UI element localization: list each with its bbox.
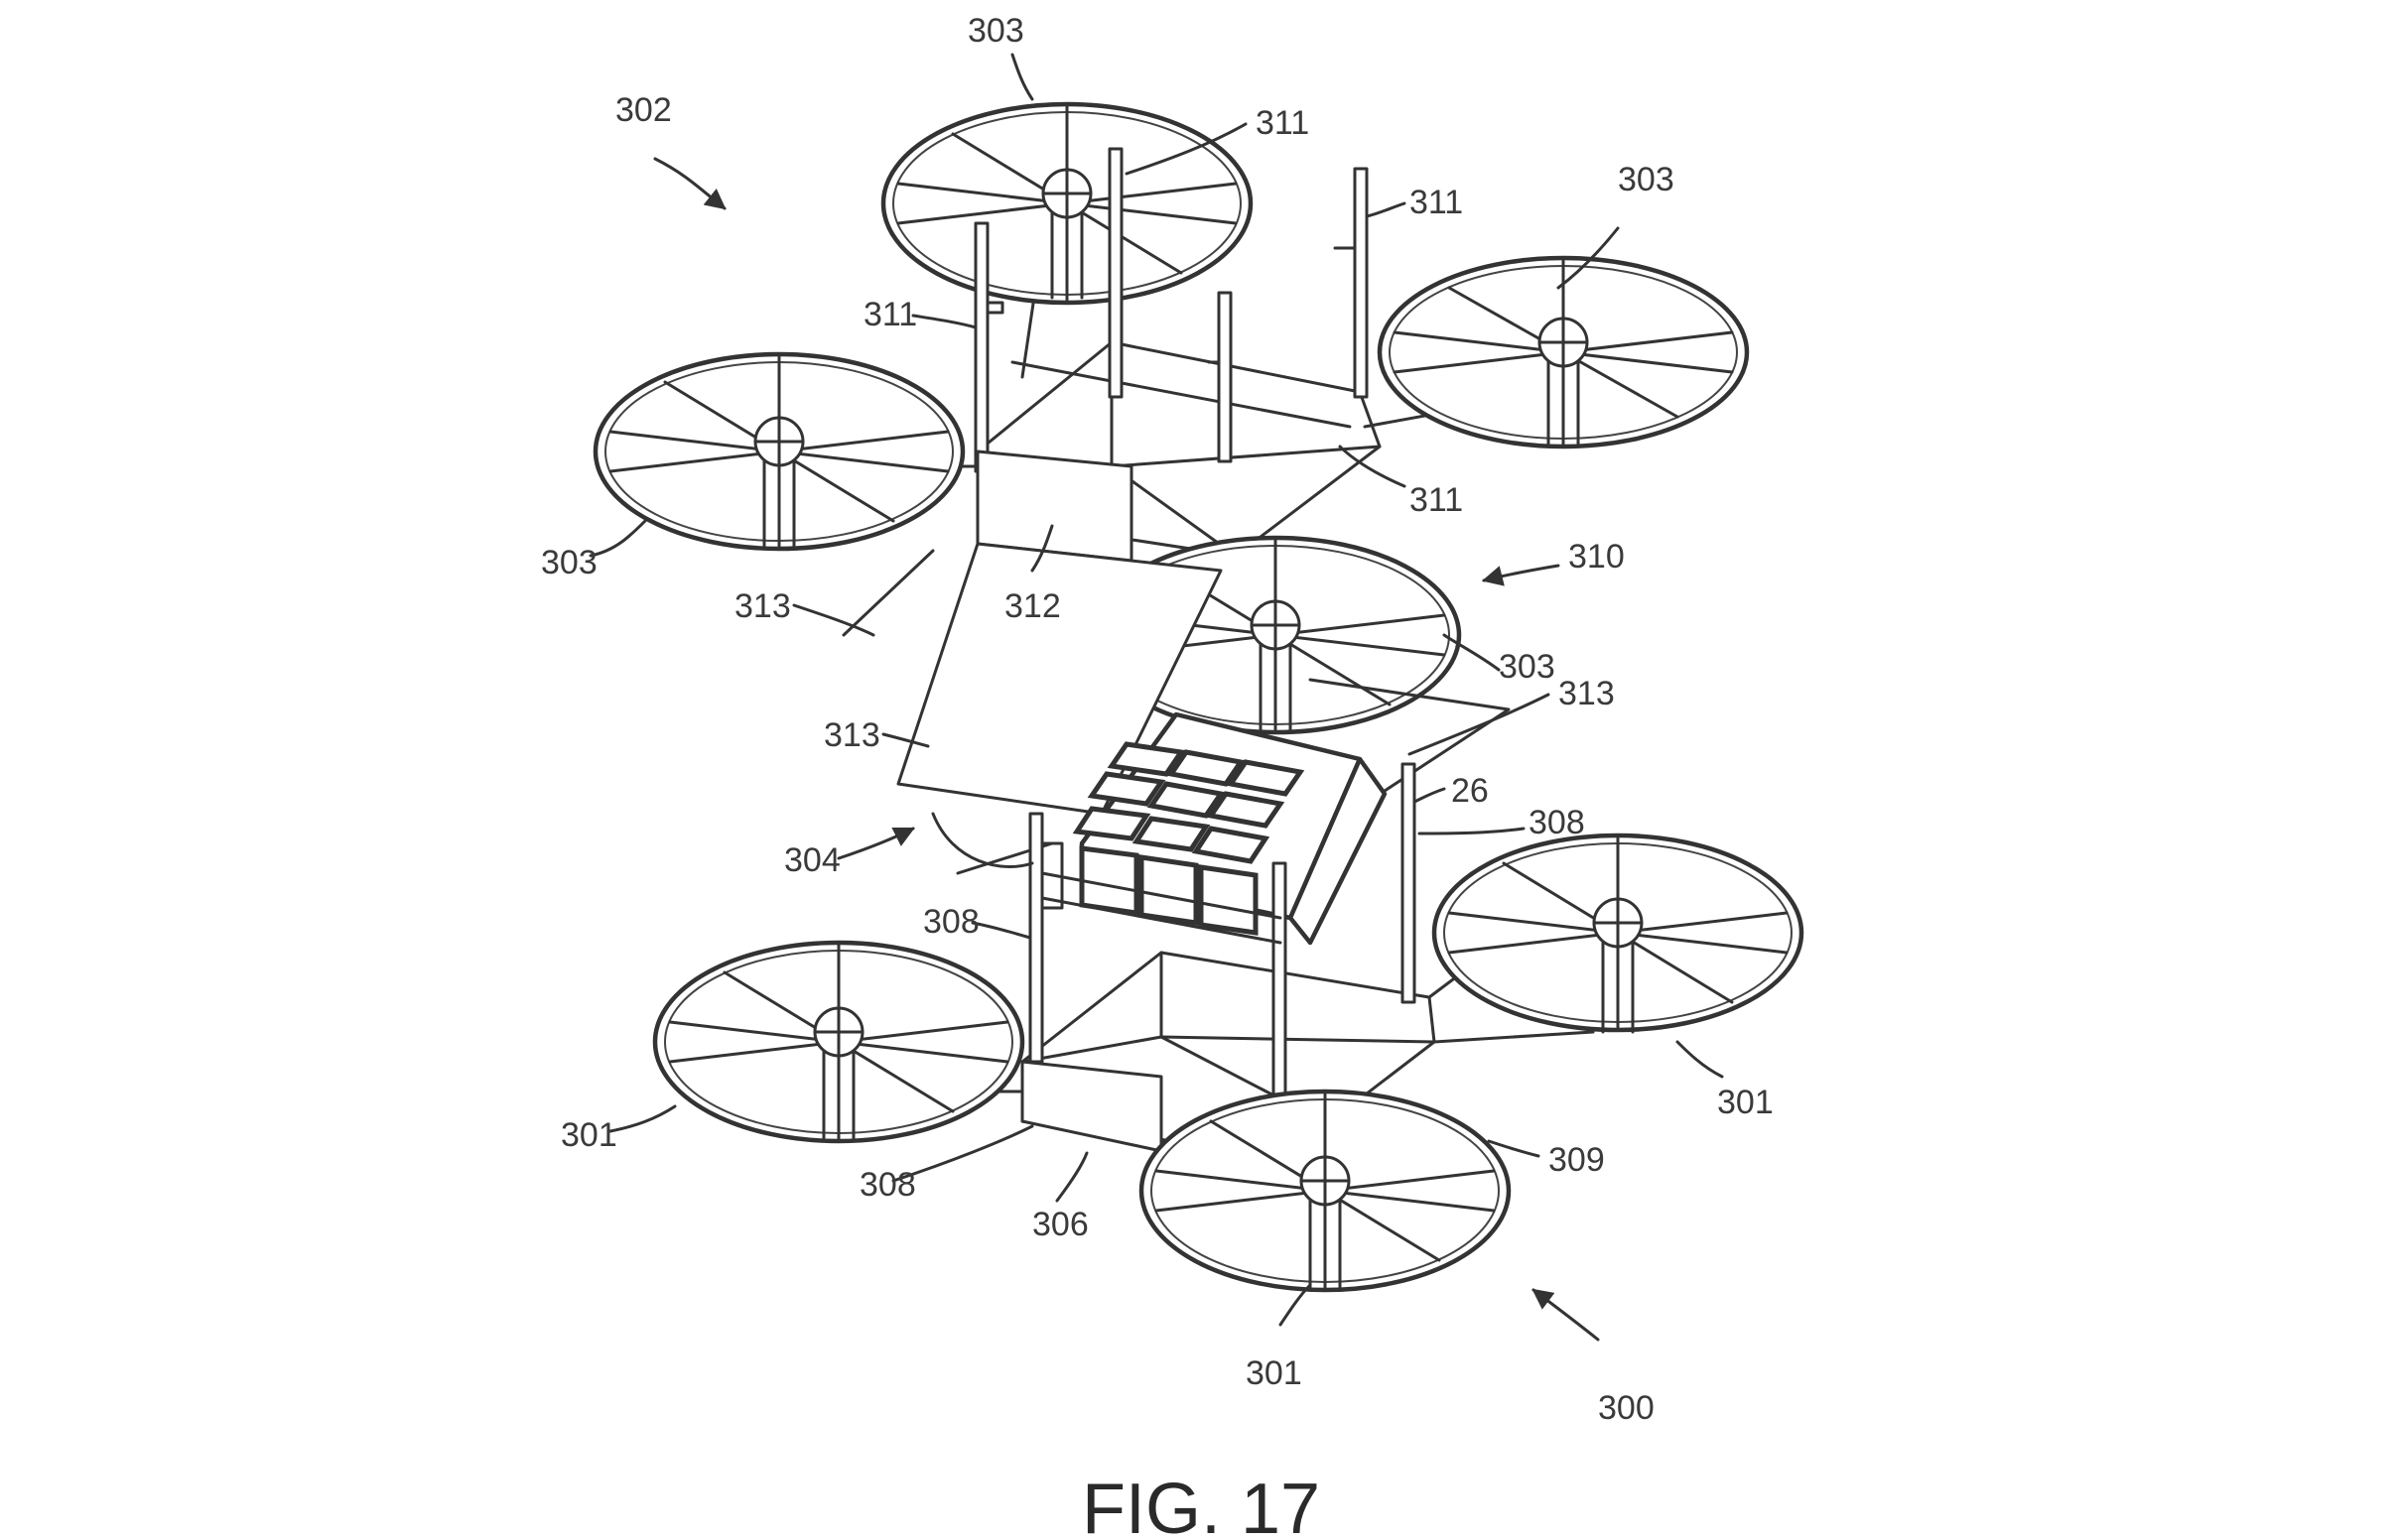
propeller-301-bottom [1138,1089,1512,1293]
platform-304 [931,812,1034,868]
label-311-d: 311 [1409,481,1463,519]
label-306: 306 [1032,1206,1089,1243]
label-303-left: 303 [541,544,598,581]
label-26: 26 [1451,772,1489,810]
label-303-mid: 303 [1499,648,1555,686]
rails-311 [974,147,1369,473]
label-304: 304 [784,841,841,879]
label-302: 302 [615,91,672,129]
label-313-c: 313 [824,716,880,754]
lower-frame-306 [847,841,1595,1158]
payload-grid [1072,741,1305,936]
panel-312 [976,449,1133,563]
label-311-a: 311 [1256,104,1309,142]
payload-26 [1072,711,1388,946]
label-308-c: 308 [860,1166,916,1204]
leader-lines [589,53,1724,1342]
propeller-303-left [593,351,966,552]
figure-caption: FIG. 17 [1082,1470,1320,1540]
propeller-301-left [652,940,1025,1144]
label-301-bottom: 301 [1246,1354,1302,1392]
label-308-b: 308 [923,903,980,941]
label-310: 310 [1568,538,1625,576]
label-312: 312 [1004,587,1061,625]
label-313-b: 313 [1558,675,1615,712]
label-309: 309 [1548,1141,1605,1179]
label-300: 300 [1598,1389,1655,1427]
lower-drone [652,762,1804,1293]
label-301-left: 301 [561,1116,617,1154]
propeller-303-right [1377,255,1750,449]
propeller-303-top [880,101,1254,306]
label-303-top: 303 [968,12,1024,50]
label-311-c: 311 [864,296,917,333]
propeller-301-right [1431,833,1804,1034]
upper-drone [593,101,1750,735]
label-303-right: 303 [1618,161,1674,198]
label-308-a: 308 [1529,804,1585,841]
label-301-right: 301 [1717,1084,1774,1121]
rails-308 [1028,762,1416,1103]
reference-labels: 302 303 311 311 303 311 311 303 310 313 … [541,12,1774,1427]
label-311-b: 311 [1409,184,1463,221]
label-313-a: 313 [734,587,791,625]
